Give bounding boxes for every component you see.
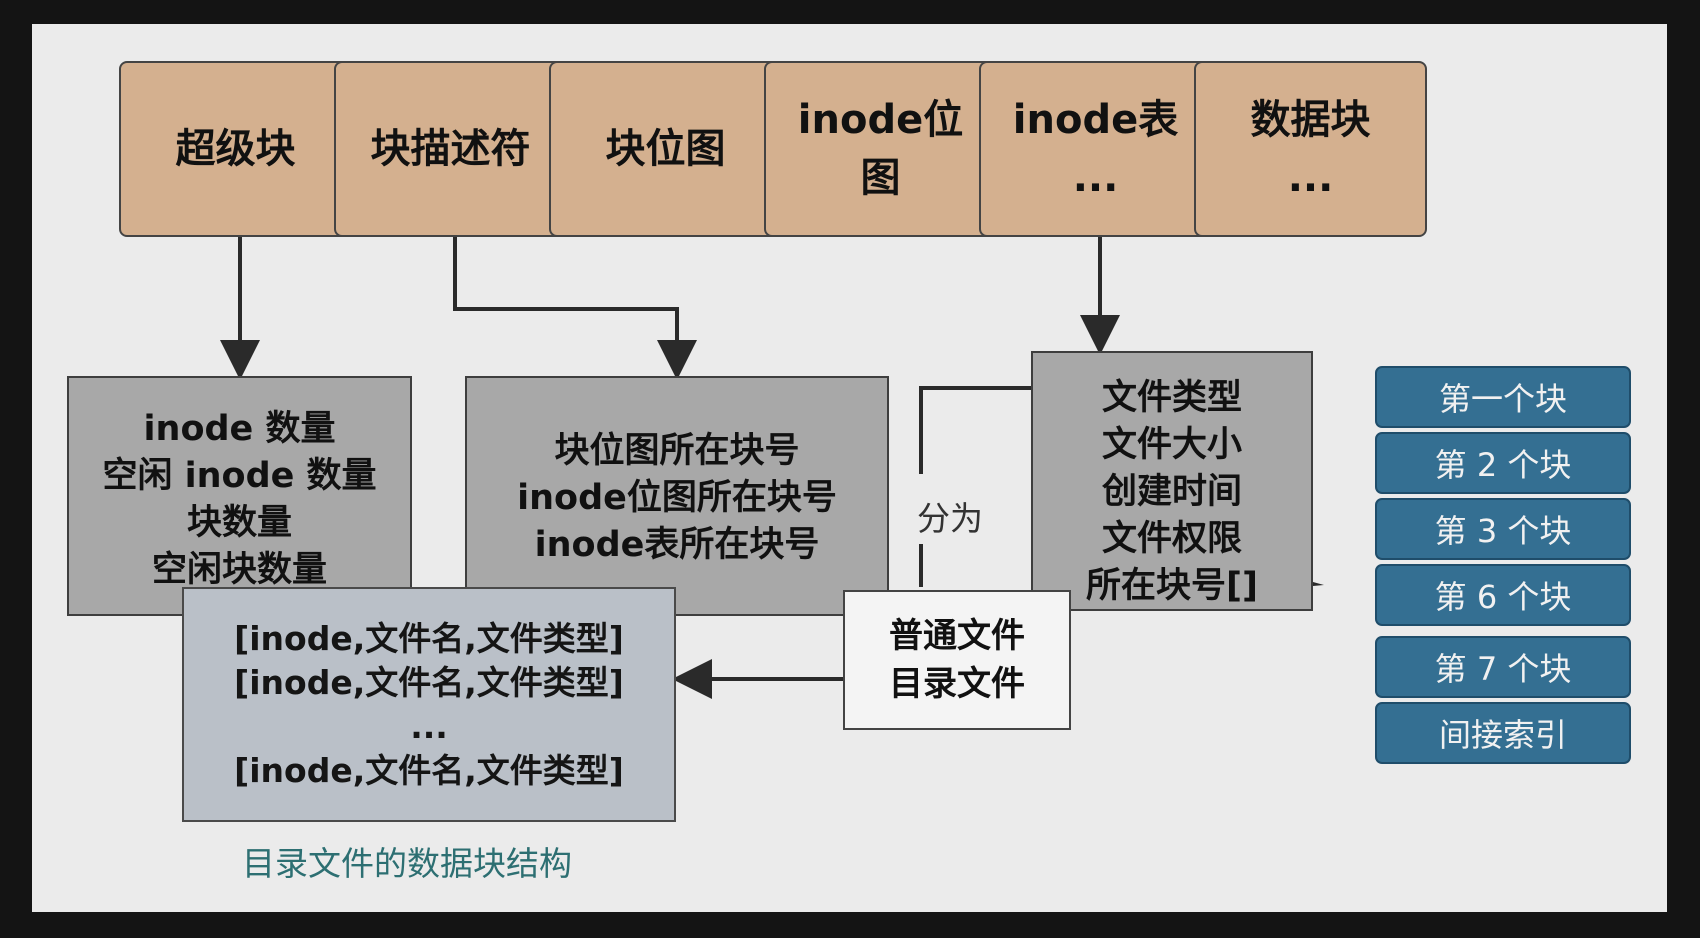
inode-detail-line: 文件权限 [1101,519,1242,559]
superblock-detail-line: 空闲块数量 [151,550,327,590]
inode-table-ellipsis: ... [1072,155,1119,201]
connector-lines [220,237,1324,587]
block-item: 第 3 个块 [1375,498,1631,560]
directory-structure-caption: 目录文件的数据块结构 [242,844,572,883]
block-item: 第 7 个块 [1375,636,1631,698]
block-item: 间接索引 [1375,702,1631,764]
inode-table-label: inode表 [1012,97,1179,143]
data-block-box: 数据块 ... [1194,61,1427,237]
superblock-detail-line: 空闲 inode 数量 [102,456,377,496]
dir-entry: [inode,文件名,文件类型] [234,750,624,790]
dir-entry-ellipsis: ... [410,706,448,746]
descriptor-detail-line: 块位图所在块号 [554,431,800,471]
block-descriptor-label: 块描述符 [370,126,531,172]
block-descriptor-box: 块描述符 [334,61,567,237]
dir-entry: [inode,文件名,文件类型] [234,618,624,658]
block-bitmap-box: 块位图 [549,61,782,237]
superblock-detail-line: inode 数量 [143,409,336,449]
block-bitmap-label: 块位图 [605,126,726,172]
superblock-detail-line: 块数量 [186,503,292,543]
directory-arrow-layer [672,659,843,699]
descriptor-detail-line: inode位图所在块号 [517,478,837,518]
directory-structure-region: [inode,文件名,文件类型] [inode,文件名,文件类型] ... [i… [32,587,1667,912]
descriptor-detail-box: 块位图所在块号 inode位图所在块号 inode表所在块号 [465,376,889,616]
block-item: 第 6 个块 [1375,564,1631,626]
inode-detail-line: 文件类型 [1101,378,1242,418]
block-item: 第一个块 [1375,366,1631,428]
inode-detail-line: 所在块号[] [1086,566,1258,606]
inode-bitmap-box: inode位 图 [764,61,997,237]
block-item: 第 2 个块 [1375,432,1631,494]
inode-detail-line: 创建时间 [1101,472,1242,512]
data-block-ellipsis: ... [1287,155,1334,201]
inode-detail-line: 文件大小 [1101,425,1242,465]
inode-detail-box: 文件类型 文件大小 创建时间 文件权限 所在块号[] [1031,351,1313,611]
file-type-box: 普通文件 目录文件 [843,590,1071,730]
inode-bitmap-label-line2: 图 [860,155,901,201]
file-type-directory: 目录文件 [889,664,1025,704]
file-type-regular: 普通文件 [889,616,1025,656]
data-block-label: 数据块 [1250,97,1371,143]
inode-bitmap-label-line1: inode位 [797,97,964,143]
dir-entry: [inode,文件名,文件类型] [234,662,624,702]
superblock-box: 超级块 [119,61,352,237]
directory-block-structure-box: [inode,文件名,文件类型] [inode,文件名,文件类型] ... [i… [182,587,676,822]
split-connector-upper [919,386,1031,474]
split-label: 分为 [917,499,983,538]
superblock-label: 超级块 [175,126,296,172]
diagram-canvas: 超级块 块描述符 块位图 inode位 图 inode表 ... 数据块 ... [32,24,1667,912]
arrow-descriptor [453,237,697,380]
inode-table-box: inode表 ... [979,61,1212,237]
superblock-detail-box: inode 数量 空闲 inode 数量 块数量 空闲块数量 [67,376,412,616]
descriptor-detail-line: inode表所在块号 [534,525,820,565]
